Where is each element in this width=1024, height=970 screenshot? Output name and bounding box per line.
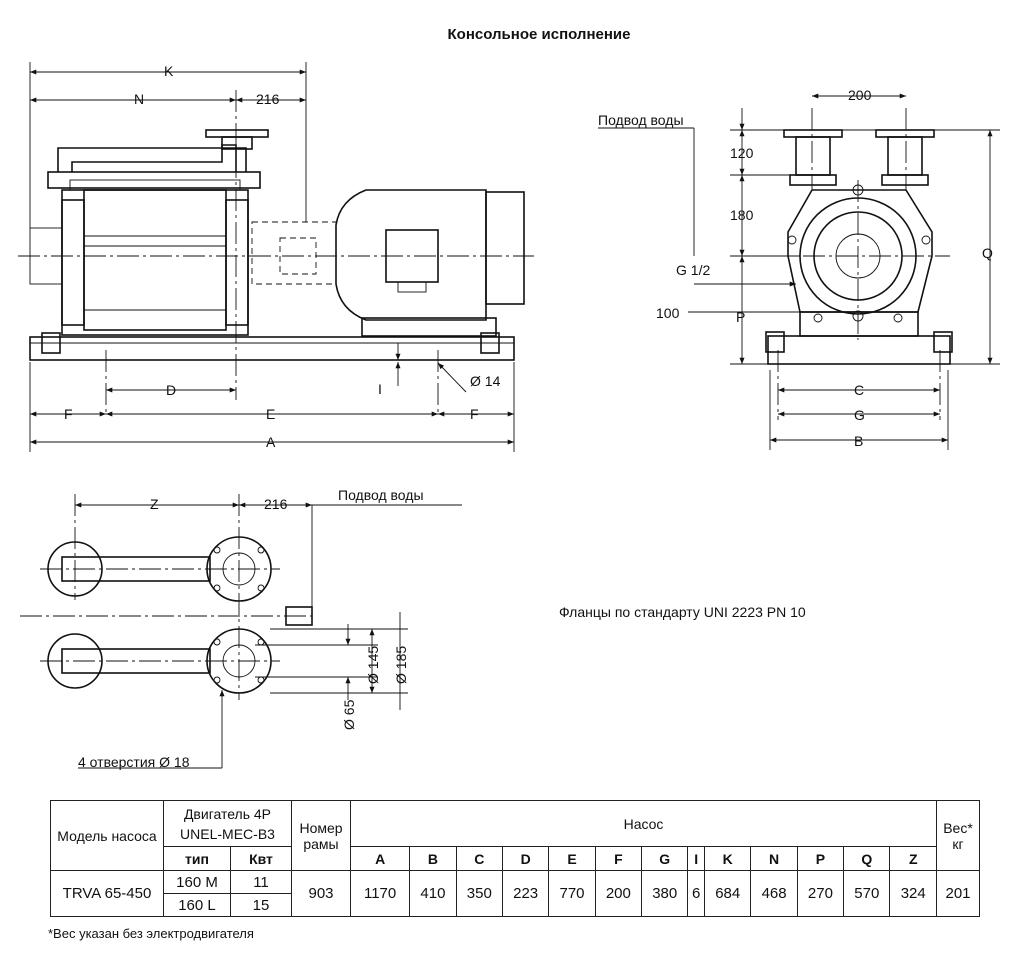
header-col-f: F — [594, 846, 643, 871]
dim-180: 180 — [730, 207, 754, 223]
cell-motor-type-1: 160 M — [163, 870, 231, 894]
cell-i: 6 — [687, 870, 706, 917]
dim-216-top: 216 — [264, 496, 288, 512]
cell-d: 223 — [501, 870, 550, 917]
dim-d145: Ø 145 — [365, 646, 381, 684]
base-frame — [29, 336, 515, 361]
cell-p: 270 — [796, 870, 845, 917]
cell-frame: 903 — [291, 870, 351, 917]
dim-216: 216 — [256, 91, 280, 107]
header-col-b: B — [409, 846, 457, 871]
cell-e: 770 — [548, 870, 596, 917]
dim-d65: Ø 65 — [341, 699, 357, 730]
header-col-g: G — [641, 846, 689, 871]
cell-k: 684 — [704, 870, 752, 917]
label-holes: 4 отверстия Ø 18 — [78, 754, 190, 770]
dim-p: P — [736, 309, 745, 325]
header-motor: Двигатель 4Р UNEL-MEC-B3 — [163, 800, 292, 847]
header-col-k: K — [704, 846, 752, 871]
dim-g: G — [854, 407, 865, 423]
cell-c: 350 — [455, 870, 503, 917]
cell-model: TRVA 65-450 — [50, 870, 164, 917]
header-type: тип — [163, 846, 231, 871]
dim-e: E — [266, 406, 275, 422]
header-col-p: P — [796, 846, 845, 871]
header-col-d: D — [501, 846, 550, 871]
cell-g: 380 — [641, 870, 689, 917]
header-model: Модель насоса — [50, 800, 164, 871]
header-frame: Номер рамы — [291, 800, 351, 871]
label-water-inlet-side: Подвод воды — [598, 112, 684, 128]
side-view: Подвод воды 200 120 180 G 1/2 100 P Q C … — [598, 87, 1000, 450]
header-col-a: A — [349, 846, 411, 871]
flanges-standard-note: Фланцы по стандарту UNI 2223 PN 10 — [559, 604, 806, 620]
label-water-inlet-top: Подвод воды — [338, 487, 424, 503]
header-col-n: N — [750, 846, 798, 871]
dim-f-right: F — [470, 406, 479, 422]
dim-f-left: F — [64, 406, 73, 422]
dim-z: Z — [150, 496, 159, 512]
cell-q: 570 — [843, 870, 891, 917]
cell-motor-type-2: 160 L — [163, 893, 231, 917]
dim-d: D — [166, 382, 176, 398]
header-kw: Квт — [230, 846, 292, 871]
dim-hole-14: Ø 14 — [470, 373, 501, 389]
dim-200: 200 — [848, 87, 872, 103]
top-view: Z 216 Подвод воды Ø 145 Ø 185 Ø 65 4 отв… — [20, 487, 462, 770]
pump-body — [61, 189, 249, 336]
header-col-c: C — [455, 846, 503, 871]
cell-n: 468 — [750, 870, 798, 917]
cell-a: 1170 — [349, 870, 411, 917]
header-motor-line1: Двигатель 4Р — [183, 805, 272, 822]
header-col-i: I — [687, 846, 706, 871]
header-col-e: E — [548, 846, 596, 871]
cell-motor-kw-2: 15 — [230, 893, 292, 917]
cell-weight: 201 — [936, 870, 980, 917]
cell-f: 200 — [594, 870, 643, 917]
header-weight: Вес* кг — [936, 800, 980, 871]
dim-d185: Ø 185 — [393, 646, 409, 684]
header-motor-line2: UNEL-MEC-B3 — [180, 825, 275, 842]
dim-i: I — [378, 381, 382, 397]
dim-n: N — [134, 91, 144, 107]
footnote: *Вес указан без электродвигателя — [48, 926, 254, 941]
front-view: K N 216 D E F F A I Ø 14 — [18, 62, 534, 452]
dim-c: C — [854, 382, 864, 398]
dim-120: 120 — [730, 145, 754, 161]
dim-g-half: G 1/2 — [676, 262, 710, 278]
cell-z: 324 — [889, 870, 937, 917]
header-col-q: Q — [843, 846, 891, 871]
header-pump: Насос — [350, 800, 937, 847]
dim-b: B — [854, 433, 863, 449]
page-title: Консольное исполнение — [447, 26, 631, 43]
motor — [335, 189, 487, 321]
technical-drawing: K N 216 D E F F A I Ø 14 — [18, 62, 1000, 770]
dim-q: Q — [982, 245, 993, 261]
dim-a: A — [266, 434, 276, 450]
dim-k: K — [164, 63, 174, 79]
header-col-z: Z — [889, 846, 937, 871]
spec-table: Модель насоса Двигатель 4Р UNEL-MEC-B3 Н… — [50, 800, 980, 917]
cell-motor-kw-1: 11 — [230, 870, 292, 894]
dim-100: 100 — [656, 305, 680, 321]
cell-b: 410 — [409, 870, 457, 917]
